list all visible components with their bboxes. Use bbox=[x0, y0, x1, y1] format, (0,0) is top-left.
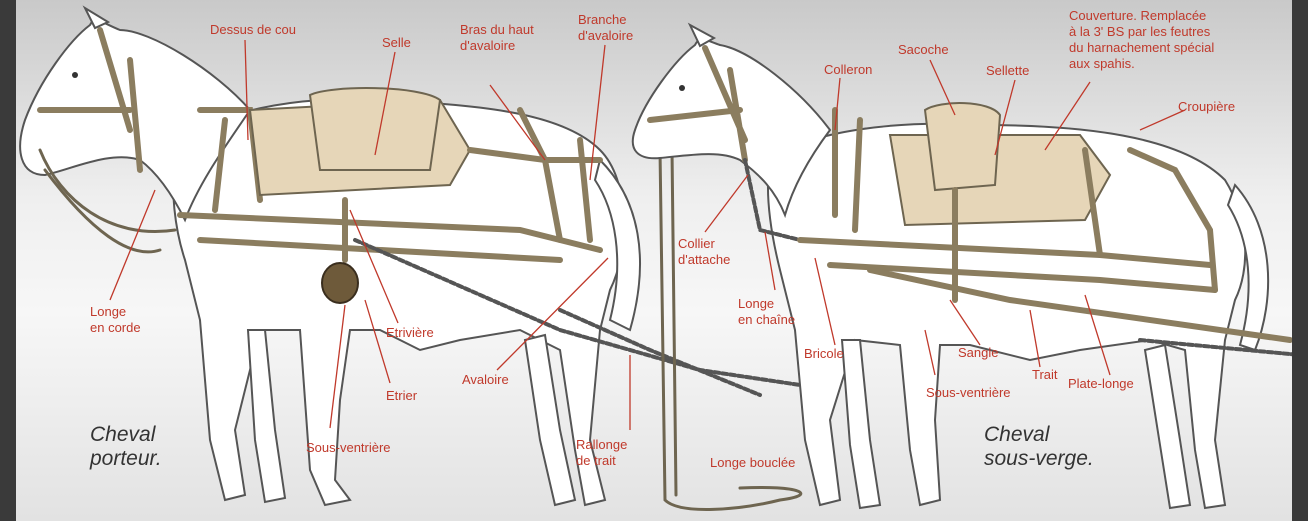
label-plate-longe: Plate-longe bbox=[1068, 376, 1134, 392]
label-branche-avaloire: Branche d'avaloire bbox=[578, 12, 633, 44]
label-rallonge-de-trait: Rallonge de trait bbox=[576, 437, 627, 469]
label-bricole: Bricole bbox=[804, 346, 844, 362]
label-collier-attache: Collier d'attache bbox=[678, 236, 730, 268]
label-dessus-de-cou: Dessus de cou bbox=[210, 22, 296, 38]
right-horse bbox=[633, 25, 1300, 508]
label-longe-bouclee: Longe bouclée bbox=[710, 455, 795, 471]
label-bras-du-haut: Bras du haut d'avaloire bbox=[460, 22, 534, 54]
label-trait: Trait bbox=[1032, 367, 1058, 383]
label-longe-en-corde: Longe en corde bbox=[90, 304, 141, 336]
label-avaloire: Avaloire bbox=[462, 372, 509, 388]
label-sous-ventriere-left: Sous-ventrière bbox=[306, 440, 391, 456]
label-sangle: Sangle bbox=[958, 345, 998, 361]
label-croupiere: Croupière bbox=[1178, 99, 1235, 115]
label-selle: Selle bbox=[382, 35, 411, 51]
label-etrier: Etrier bbox=[386, 388, 417, 404]
title-cheval-porteur: Cheval porteur. bbox=[90, 423, 162, 471]
label-sous-ventriere-right: Sous-ventrière bbox=[926, 385, 1011, 401]
title-cheval-sous-verge: Cheval sous-verge. bbox=[984, 423, 1094, 471]
label-colleron: Colleron bbox=[824, 62, 872, 78]
label-etriviere: Etrivière bbox=[386, 325, 434, 341]
label-couverture: Couverture. Remplacée à la 3' BS par les… bbox=[1069, 8, 1214, 72]
label-sacoche: Sacoche bbox=[898, 42, 949, 58]
label-sellette: Sellette bbox=[986, 63, 1029, 79]
label-longe-en-chaine: Longe en chaîne bbox=[738, 296, 795, 328]
